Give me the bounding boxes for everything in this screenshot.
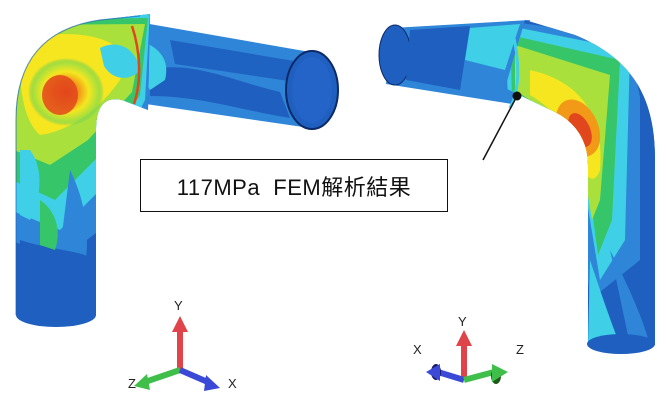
right-axis-y-label: Y bbox=[458, 314, 467, 329]
callout-text: 117MPa FEM解析結果 bbox=[176, 174, 412, 200]
callout-box: 117MPa FEM解析結果 bbox=[140, 159, 448, 212]
right-pipe-end bbox=[378, 24, 412, 86]
left-axis-y-label: Y bbox=[174, 298, 183, 313]
right-axis-x-label: X bbox=[413, 342, 422, 357]
left-axis-z-label: Z bbox=[128, 376, 136, 391]
callout-leader-line bbox=[482, 95, 518, 161]
stress-point-marker bbox=[512, 91, 522, 101]
right-axis-z-label: Z bbox=[516, 342, 524, 357]
right-axis-triad bbox=[426, 330, 508, 384]
left-axis-x-label: X bbox=[228, 376, 237, 391]
left-axis-triad bbox=[134, 316, 220, 391]
